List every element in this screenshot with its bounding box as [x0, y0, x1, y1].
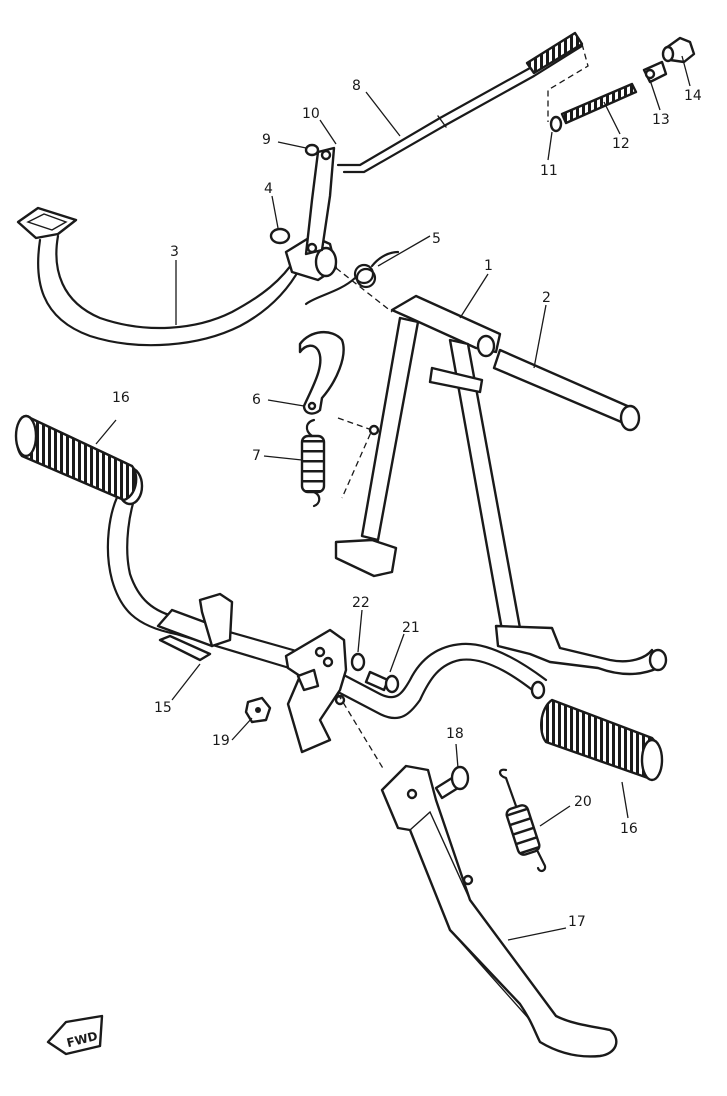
callout-4: 4	[264, 181, 273, 197]
callout-15: 15	[154, 700, 172, 716]
callout-14: 14	[684, 88, 702, 104]
footrest-rubber-left	[14, 414, 138, 502]
footrest-rubber-right	[540, 698, 664, 782]
main-stand	[334, 294, 668, 676]
callout-8: 8	[352, 78, 361, 94]
nut-19	[244, 696, 272, 724]
callout-9: 9	[262, 132, 271, 148]
callout-2: 2	[542, 290, 551, 306]
callout-12: 12	[612, 136, 630, 152]
adjuster-joint-13	[642, 60, 668, 84]
callout-19: 19	[212, 733, 230, 749]
washer-22	[350, 652, 366, 672]
callout-11: 11	[540, 163, 558, 179]
stand-spring-hook-6	[298, 331, 345, 415]
callout-17: 17	[568, 914, 586, 930]
callout-18: 18	[446, 726, 464, 742]
brake-pedal	[16, 206, 338, 347]
callout-13: 13	[652, 112, 670, 128]
callout-6: 6	[252, 392, 261, 408]
callout-16-right: 16	[620, 821, 638, 837]
callout-16-left: 16	[112, 390, 130, 406]
bolt-21	[364, 670, 400, 694]
washer-9	[304, 143, 320, 157]
callout-5: 5	[432, 231, 441, 247]
side-stand-dashed-guide	[337, 693, 385, 771]
callout-1: 1	[484, 258, 493, 274]
adjuster-spring	[560, 82, 638, 125]
callout-7: 7	[252, 448, 261, 464]
callout-labels: 1 2 3 4 5 6 7 8 9 10 11 12 13 14 15 16 1…	[112, 78, 702, 930]
brake-arm-10	[304, 146, 336, 256]
clip-4	[269, 227, 291, 245]
return-spring-5	[304, 250, 400, 306]
adjuster-dashed-guide	[547, 43, 589, 122]
pedal-dashed-guide	[335, 267, 393, 313]
side-stand	[380, 764, 618, 1058]
side-stand-spring-20	[498, 768, 547, 873]
leader-lines	[95, 55, 691, 941]
side-stand-bracket	[284, 628, 348, 754]
forward-direction-badge: FWD	[46, 1014, 104, 1056]
callout-10: 10	[302, 106, 320, 122]
washer-11	[549, 115, 563, 133]
pivot-bolt-18	[434, 765, 470, 800]
callout-3: 3	[170, 244, 179, 260]
callout-22: 22	[352, 595, 370, 611]
stand-spring-7	[300, 417, 380, 508]
brake-rod	[336, 31, 584, 174]
stand-shaft-2	[476, 334, 641, 432]
callout-21: 21	[402, 620, 420, 636]
callout-20: 20	[574, 794, 592, 810]
adjusting-nut-14	[661, 36, 696, 64]
